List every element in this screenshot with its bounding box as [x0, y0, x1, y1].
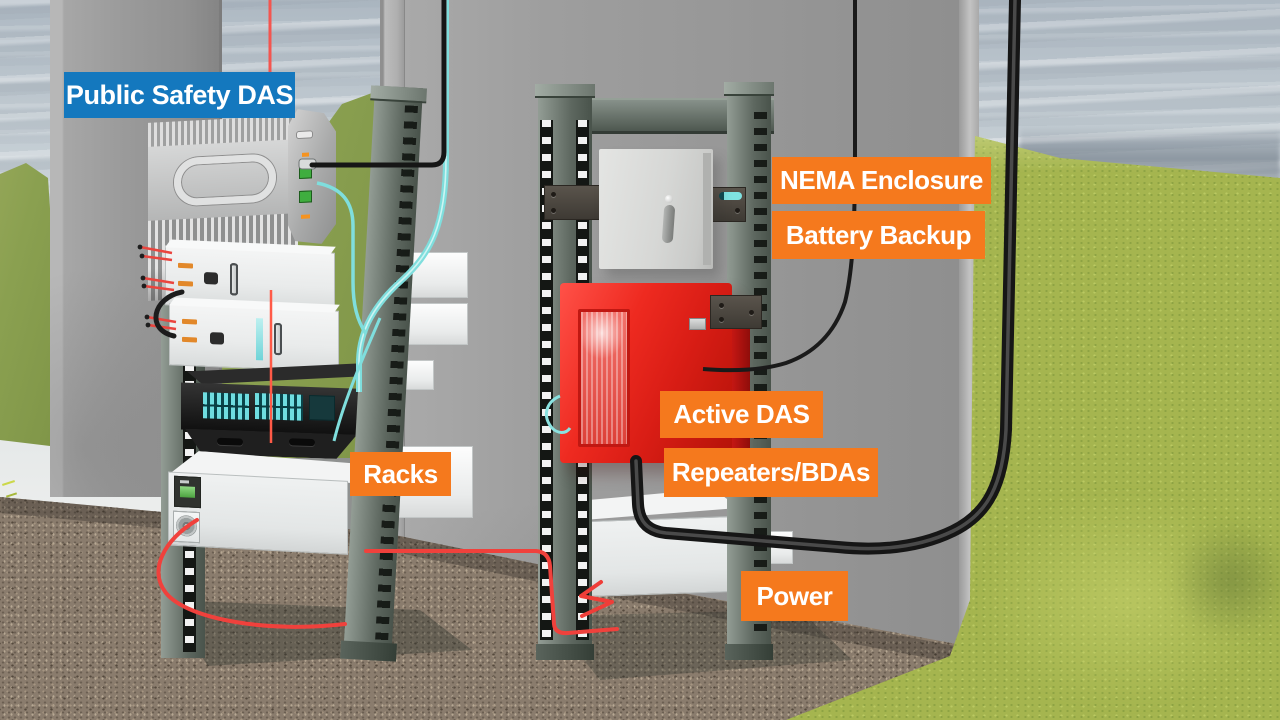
fiber-loop-right-rack [544, 394, 572, 434]
floor-power-cable-cross [364, 549, 619, 636]
fiber-branch-cable [332, 317, 382, 442]
power-cable-squiggle [579, 580, 614, 618]
post-cap [724, 82, 774, 96]
floor-power-cable-left [156, 518, 347, 629]
post-cap [535, 84, 595, 98]
black-jumper-cable [153, 289, 185, 339]
enclosure-latch-clip [689, 318, 706, 330]
nema-side-face [703, 153, 711, 265]
red-enclosure-bracket [710, 295, 762, 329]
active-das-red-enclosure [558, 279, 762, 469]
right-rack-left-post [535, 84, 595, 660]
callout-public-safety-das: Public Safety DAS [64, 72, 295, 118]
post-foot [536, 644, 594, 660]
nema-wall-bracket-left [544, 185, 604, 220]
callout-battery-backup: Battery Backup [772, 211, 985, 259]
power-conduit-highlight [634, 0, 1017, 551]
grass-hill-far-left [0, 163, 56, 446]
antenna-feed-cable [309, 0, 447, 168]
fiber-pigtail-cable [316, 181, 368, 335]
callout-active-das: Active DAS [660, 391, 823, 438]
nema-enclosure-box [599, 149, 713, 269]
red-enclosure-window [578, 309, 630, 447]
fiber-riser-highlight [358, 0, 447, 392]
callout-racks: Racks [350, 452, 451, 496]
callout-power: Power [741, 571, 848, 621]
callout-repeaters-bdas: Repeaters/BDAs [664, 448, 878, 497]
pigtail-tips [137, 244, 151, 328]
rack-slot-ladder [754, 112, 767, 640]
post-foot [725, 644, 773, 660]
red-coax-pigtails [139, 245, 177, 331]
nema-lock [665, 195, 673, 203]
fiber-connector-cyan [719, 192, 742, 200]
rack-mounting-rail [540, 120, 553, 640]
red-enclosure-door [560, 283, 732, 463]
grass-dark-patch [1170, 520, 1280, 640]
callout-nema-enclosure: NEMA Enclosure [772, 157, 991, 204]
